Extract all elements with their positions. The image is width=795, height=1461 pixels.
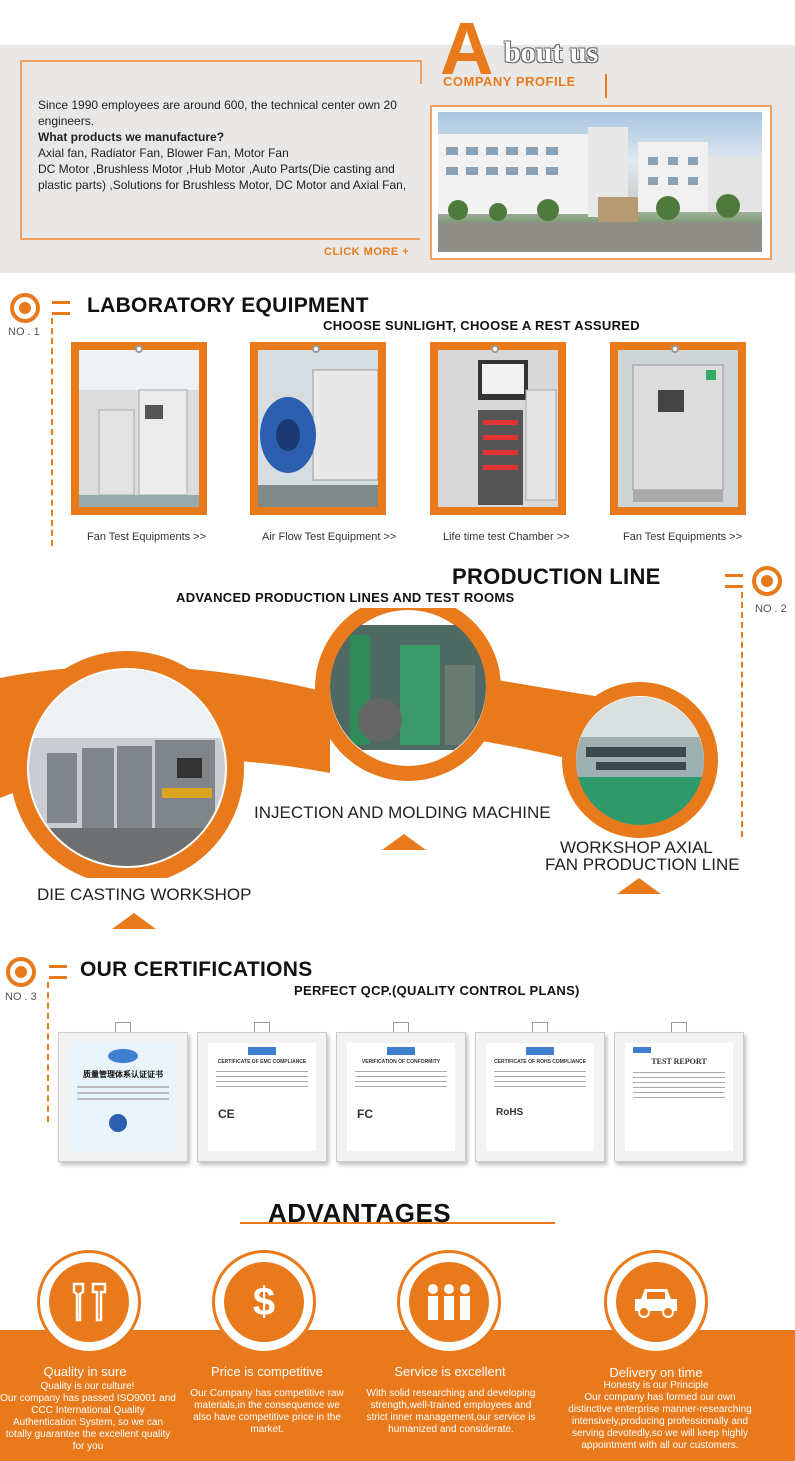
equipment-card[interactable] (250, 342, 386, 515)
equipment-card[interactable] (71, 342, 207, 515)
pin-icon (491, 345, 499, 353)
advantage-badge (37, 1250, 141, 1354)
equipment-card[interactable] (430, 342, 566, 515)
section-3-bars-icon (49, 965, 67, 979)
life-time-chamber-photo (438, 350, 558, 507)
workshop-label-line2: FAN PRODUCTION LINE (545, 855, 740, 874)
people-icon (409, 1262, 489, 1342)
lab-title: LABORATORY EQUIPMENT (87, 294, 369, 317)
click-more-link[interactable]: CLICK MORE + (324, 246, 410, 258)
certificate-frame[interactable]: 质量管理体系认证证书 (58, 1032, 188, 1162)
certificate-heading: 质量管理体系认证证书 (83, 1070, 163, 1079)
triangle-icon (617, 878, 661, 894)
production-subtitle: ADVANCED PRODUCTION LINES AND TEST ROOMS (176, 590, 515, 605)
die-casting-photo (29, 670, 225, 866)
pin-icon (671, 345, 679, 353)
hook-icon (254, 1022, 270, 1032)
hook-icon (532, 1022, 548, 1032)
pin-icon (312, 345, 320, 353)
advantages-title: ADVANTAGES (268, 1198, 452, 1228)
air-flow-test-photo (258, 350, 378, 507)
hook-icon (671, 1022, 687, 1032)
certificate-heading: VERIFICATION OF CONFORMITY (361, 1059, 441, 1065)
triangle-icon (112, 913, 156, 929)
company-profile-label: COMPANY PROFILE (443, 74, 576, 89)
certificate-frame[interactable]: VERIFICATION OF CONFORMITY FC (336, 1032, 466, 1162)
company-building-photo (438, 112, 762, 252)
advantage-badge: $ (212, 1250, 316, 1354)
equipment-label[interactable]: Fan Test Equipments >> (623, 531, 743, 543)
advantage-title: Price is competitive (211, 1364, 323, 1379)
section-1-bars-icon (52, 301, 70, 315)
advantage-text: Our company has formed our own distincti… (568, 1392, 752, 1451)
section-3-marker-dot (15, 966, 27, 978)
hook-icon (115, 1022, 131, 1032)
certificate-frame[interactable]: CERTIFICATE OF ROHS COMPLIANCE RoHS (475, 1032, 605, 1162)
about-frame-right (420, 60, 422, 84)
pin-icon (135, 345, 143, 353)
certificate-heading: TEST REPORT (651, 1057, 707, 1066)
rohs-mark: RoHS (496, 1107, 524, 1118)
about-title: bout us (504, 36, 599, 69)
certificate-heading: CERTIFICATE OF EMC COMPLIANCE (217, 1059, 307, 1065)
tools-icon (49, 1262, 129, 1342)
advantage-title: Quality in sure (43, 1364, 127, 1379)
hook-icon (393, 1022, 409, 1032)
certifications-subtitle: PERFECT QCP.(QUALITY CONTROL PLANS) (294, 983, 580, 998)
triangle-icon (382, 834, 426, 850)
equipment-label[interactable]: Fan Test Equipments >> (87, 531, 207, 543)
production-title: PRODUCTION LINE (452, 564, 661, 589)
advantage-text: Our company has passed ISO9001 and CCC I… (0, 1393, 176, 1452)
section-2-bars-icon (725, 574, 743, 588)
ce-mark: CE (218, 1107, 235, 1121)
section-2-number: NO . 2 (755, 603, 787, 615)
section-2-marker-icon (752, 566, 782, 596)
dollar-icon: $ (224, 1262, 304, 1342)
section-1-number: NO . 1 (8, 326, 40, 338)
about-question: What products we manufacture? (38, 130, 225, 144)
about-line-2: Axial fan, Radiator Fan, Blower Fan, Mot… (38, 146, 289, 160)
advantage-badge (397, 1250, 501, 1354)
about-big-letter: A (440, 7, 494, 90)
section-2-marker-dot (761, 575, 773, 587)
advantages-underline (240, 1222, 555, 1224)
injection-molding-label: INJECTION AND MOLDING MACHINE (254, 803, 551, 822)
certificate-frame[interactable]: CERTIFICATE OF EMC COMPLIANCE CE (197, 1032, 327, 1162)
die-casting-label: DIE CASTING WORKSHOP (37, 885, 252, 904)
section-3-dashed-line (47, 982, 49, 1122)
lab-subtitle: CHOOSE SUNLIGHT, CHOOSE A REST ASSURED (323, 318, 640, 333)
advantage-text: Our Company has competitive raw material… (190, 1388, 344, 1435)
workshop-axial-fan-photo (576, 697, 704, 825)
fan-test-equipment-photo (618, 350, 738, 507)
injection-molding-photo (330, 625, 486, 750)
advantage-text: With solid researching and developing st… (366, 1388, 536, 1435)
equipment-card[interactable] (610, 342, 746, 515)
workshop-label-line1: WORKSHOP AXIAL (560, 838, 713, 857)
advantage-title: Delivery on time (609, 1365, 703, 1380)
car-icon (616, 1262, 696, 1342)
section-1-dashed-line (51, 318, 53, 546)
certifications-title: OUR CERTIFICATIONS (80, 958, 313, 981)
about-frame-top (20, 60, 420, 62)
section-3-number: NO . 3 (5, 991, 37, 1003)
advantage-subtitle: Quality is our culture! (40, 1381, 135, 1392)
advantage-title: Service is excellent (394, 1364, 506, 1379)
advantage-badge (604, 1250, 708, 1354)
fan-test-equipment-photo (79, 350, 199, 507)
about-description: Since 1990 employees are around 600, the… (38, 97, 423, 193)
about-line-1: Since 1990 employees are around 600, the… (38, 98, 397, 128)
company-profile-divider (605, 74, 607, 98)
section-2-dashed-line (741, 592, 743, 837)
certificate-heading: CERTIFICATE OF ROHS COMPLIANCE (494, 1059, 586, 1065)
section-1-marker-dot (19, 302, 31, 314)
fcc-mark: FC (357, 1107, 373, 1121)
about-line-3: DC Motor ,Brushless Motor ,Hub Motor ,Au… (38, 162, 407, 192)
certificate-frame[interactable]: TEST REPORT (614, 1032, 744, 1162)
equipment-label[interactable]: Air Flow Test Equipment >> (262, 531, 397, 543)
advantage-subtitle: Honesty is our Principle (603, 1380, 709, 1391)
equipment-label[interactable]: Life time test Chamber >> (443, 531, 570, 543)
